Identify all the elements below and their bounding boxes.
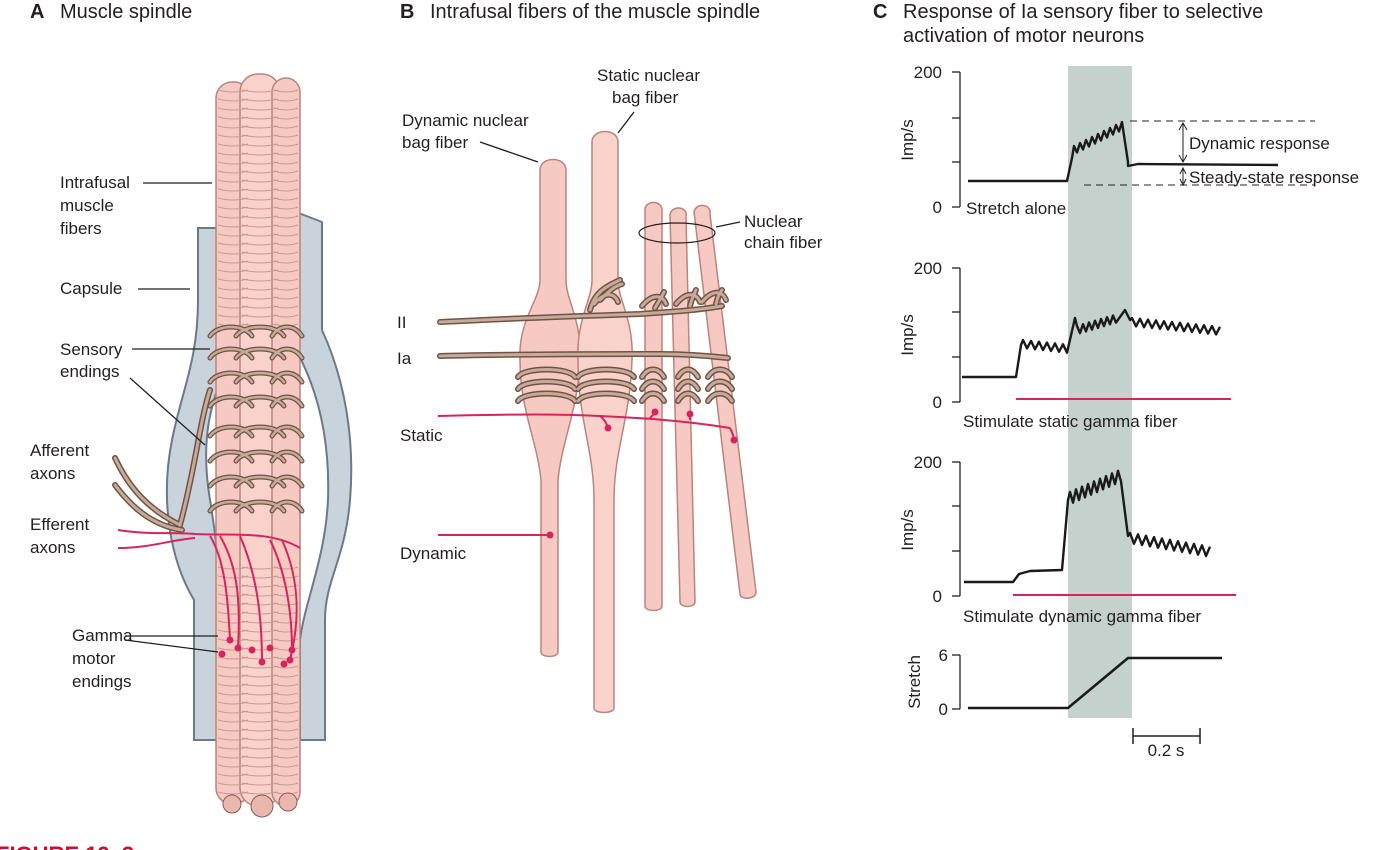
plot1-ylabel: Imp/s <box>898 119 917 161</box>
label-capsule: Capsule <box>60 279 122 298</box>
plot-static-gamma: 200 0 Imp/s Stimulate static gamma fiber <box>898 259 1231 431</box>
label-sensory-endings: Sensory endings <box>60 340 127 381</box>
scale-bar-label: 0.2 s <box>1148 741 1185 760</box>
label-ii: II <box>397 313 406 332</box>
intrafusal-fibers <box>215 73 301 818</box>
plot3-caption: Stimulate dynamic gamma fiber <box>963 607 1201 626</box>
figure-label: FIGURE 19–3 <box>0 842 134 850</box>
plot1-ymax: 200 <box>914 63 942 82</box>
label-static: Static <box>400 426 443 445</box>
sensory-endings-highlight <box>208 325 304 513</box>
plot2-trace <box>962 308 1222 379</box>
panel-a-leaders <box>124 182 219 653</box>
panel-b-motor-endings <box>546 408 738 539</box>
label-static-nuclear-bag: Static nuclear bag fiber <box>597 66 705 107</box>
plot4-trace <box>968 656 1222 710</box>
panel-c: C Response of Ia sensory fiber to select… <box>873 1 1359 760</box>
panel-a: A Muscle spindle <box>30 1 353 818</box>
label-efferent-axons: Efferent axons <box>30 515 94 557</box>
plot3-ymax: 200 <box>914 453 942 472</box>
label-intrafusal: Intrafusal muscle fibers <box>60 173 135 238</box>
plot-stretch: 6 0 Stretch <box>905 646 1222 719</box>
steady-state-response-label: Steady-state response <box>1189 168 1359 187</box>
label-nuclear-chain: Nuclear chain fiber <box>744 212 823 252</box>
panel-b-sensory-fibers <box>437 277 735 404</box>
stretch-period-band <box>1068 66 1132 718</box>
nuclear-chain-fiber-3 <box>693 204 757 599</box>
plot2-caption: Stimulate static gamma fiber <box>963 412 1178 431</box>
afferent-axons-inner <box>113 388 212 532</box>
dynamic-nuclear-bag-fiber <box>519 158 581 658</box>
plot1-caption: Stretch alone <box>966 199 1066 218</box>
plot4-ymin: 0 <box>939 700 948 719</box>
plot2-ymax: 200 <box>914 259 942 278</box>
plot1-trace <box>968 120 1279 183</box>
plot2-ylabel: Imp/s <box>898 314 917 356</box>
panel-b-title: Intrafusal fibers of the muscle spindle <box>430 1 760 23</box>
response-markers <box>1084 120 1315 187</box>
scale-bar <box>1132 728 1201 744</box>
panel-b-letter: B <box>400 1 414 23</box>
chain-bundle-ring <box>638 222 716 244</box>
panel-b: B Intrafusal fibers of the muscle spindl… <box>397 1 823 714</box>
plot2-ymin: 0 <box>933 393 942 412</box>
plot-stretch-alone: 200 0 Imp/s Stretch alone Dynamic respon… <box>898 63 1359 218</box>
label-ia: Ia <box>397 349 412 368</box>
panel-b-leaders <box>479 111 741 228</box>
capsule-shell-right <box>295 210 353 741</box>
label-afferent-axons: Afferent axons <box>30 441 94 483</box>
dynamic-response-label: Dynamic response <box>1189 134 1330 153</box>
plot4-ymax: 6 <box>939 646 948 665</box>
label-dynamic: Dynamic <box>400 544 467 563</box>
plot3-ymin: 0 <box>933 587 942 606</box>
nuclear-chain-fiber-2 <box>669 207 696 608</box>
panel-c-title: Response of Ia sensory fiber to selectiv… <box>903 1 1269 47</box>
plot-dynamic-gamma: 200 0 Imp/s Stimulate dynamic gamma fibe… <box>898 453 1236 626</box>
panel-c-letter: C <box>873 1 887 23</box>
nuclear-chain-fiber-1 <box>644 201 663 612</box>
plot4-ylabel: Stretch <box>905 655 924 709</box>
plot3-ylabel: Imp/s <box>898 509 917 551</box>
label-dynamic-nuclear-bag: Dynamic nuclear bag fiber <box>402 111 533 152</box>
plot3-trace <box>964 469 1212 584</box>
label-gamma-motor-endings: Gamma motor endings <box>72 626 137 691</box>
panel-a-title: Muscle spindle <box>60 1 192 23</box>
panel-a-letter: A <box>30 1 44 23</box>
plot1-ymin: 0 <box>933 198 942 217</box>
gamma-motor-endings <box>218 636 296 668</box>
